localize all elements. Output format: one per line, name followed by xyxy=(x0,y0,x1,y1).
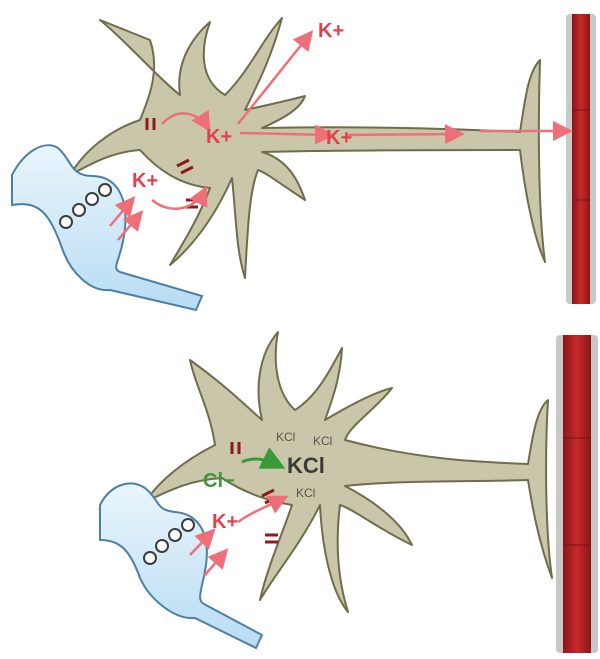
blood-vessel-bottom xyxy=(556,335,598,653)
cl-label: Cl− xyxy=(203,470,235,492)
k-label-process: K+ xyxy=(326,127,352,149)
k-label-center: K+ xyxy=(206,126,232,148)
kcl-label-small-2: KCl xyxy=(313,434,332,448)
top-panel: K+ K+ K+ K+ xyxy=(12,14,596,310)
k-label-top: K+ xyxy=(318,20,344,42)
kcl-label-small-3: KCl xyxy=(296,486,315,500)
kcl-label-small-1: KCl xyxy=(276,430,295,444)
k-label-synapse: K+ xyxy=(132,170,158,192)
blood-vessel-top xyxy=(566,14,596,304)
kcl-label-center: KCl xyxy=(287,453,325,478)
presynaptic-terminal-bottom xyxy=(100,483,262,648)
bottom-panel: KCl KCl KCl KCl Cl− K+ xyxy=(100,332,598,653)
k-label-synapse-bottom: K+ xyxy=(212,511,238,533)
astrocyte-top xyxy=(70,18,545,278)
